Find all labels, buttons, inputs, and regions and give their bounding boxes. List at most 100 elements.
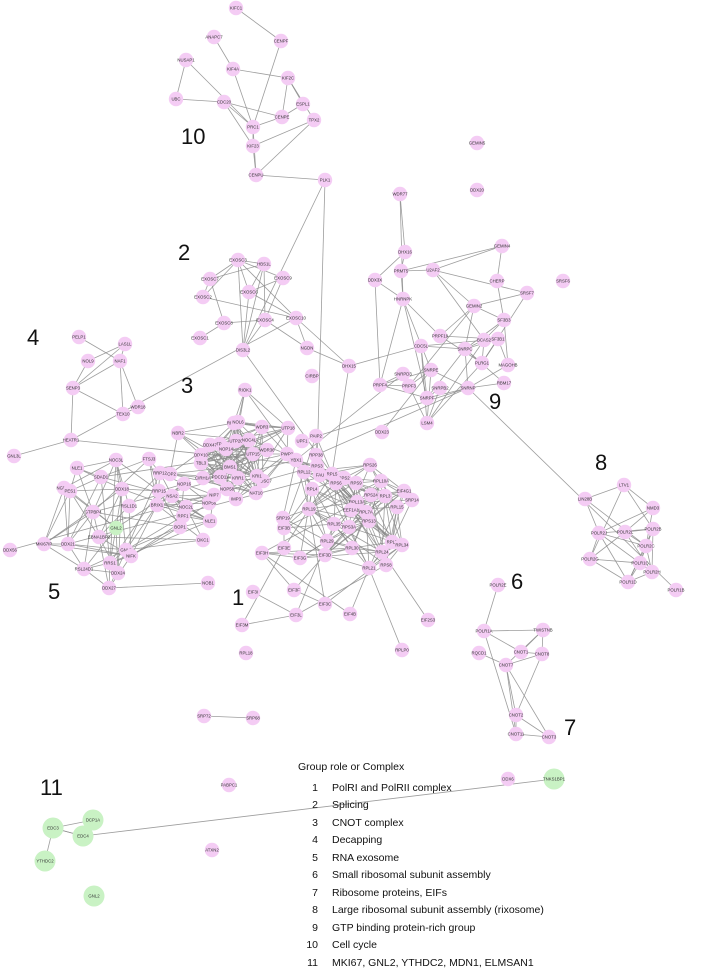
node-label: CNOT8: [535, 651, 550, 656]
node-circle: [280, 420, 296, 436]
network-edge: [315, 387, 469, 456]
node-circle: [123, 548, 139, 564]
network-node: GTPBP4: [85, 504, 103, 520]
node-circle: [374, 424, 390, 440]
node-label: GEMIN2: [466, 303, 483, 308]
node-circle: [644, 564, 660, 580]
node-circle: [172, 519, 188, 535]
node-label: LIN28B: [578, 496, 592, 501]
network-edge: [598, 532, 647, 547]
network-node: LTV1: [616, 477, 632, 493]
node-circle: [304, 368, 320, 384]
network-node: CNOT1: [514, 644, 529, 660]
network-node: YTHDC2: [34, 850, 56, 872]
network-edge: [169, 473, 221, 478]
node-label: CNOT1: [514, 649, 529, 654]
network-node: SNRPD3: [394, 366, 412, 382]
node-label: MKI67IP: [36, 541, 53, 546]
node-circle: [234, 617, 250, 633]
network-node: DDX27: [101, 580, 117, 596]
node-label: KRR1: [232, 475, 244, 480]
node-circle: [423, 362, 439, 378]
node-circle: [519, 285, 535, 301]
node-label: POLR2G: [581, 556, 599, 561]
network-edge: [584, 498, 647, 547]
network-node: POLR2G: [581, 551, 599, 567]
node-label: EIF3F: [288, 587, 300, 592]
node-label: SF3B1: [491, 336, 505, 341]
legend-label: Ribosome proteins, EIFs: [332, 886, 447, 899]
network-edge: [109, 459, 117, 564]
node-label: CHERP: [489, 278, 504, 283]
network-node: SRP72: [196, 708, 211, 724]
network-node: NIFK: [123, 548, 139, 564]
node-circle: [294, 433, 310, 449]
network-edge: [119, 360, 139, 408]
network-node: ESPL1: [295, 96, 310, 112]
network-edge: [432, 269, 528, 294]
network-edge: [402, 298, 441, 337]
network-node: POLR2H: [643, 564, 661, 580]
network-edge: [177, 422, 235, 434]
network-node: EIF4B: [342, 606, 358, 622]
node-circle: [392, 186, 408, 202]
node-label: EIF2S3: [421, 617, 436, 622]
network-node: RPS6: [328, 475, 344, 491]
node-circle: [457, 341, 473, 357]
node-label: BMS1: [224, 464, 236, 469]
network-node: CENPF: [274, 33, 289, 49]
node-circle: [582, 551, 598, 567]
node-label: POLR2C: [637, 543, 654, 548]
network-node: PRPF4: [372, 377, 388, 393]
node-label: DHX16: [398, 249, 412, 254]
node-circle: [496, 375, 512, 391]
network-edge: [70, 387, 74, 441]
network-node: TWISTNB: [533, 622, 553, 638]
node-label: CIRBP: [305, 373, 318, 378]
node-label: PWP2: [281, 451, 294, 456]
network-node: CNOT2: [509, 707, 524, 723]
network-node: PRPF3: [401, 378, 417, 394]
node-circle: [91, 529, 107, 545]
node-circle: [62, 483, 78, 499]
network-node: SNRNP: [460, 380, 476, 396]
node-circle: [466, 298, 482, 314]
node-label: POLR1D: [619, 579, 636, 584]
network-node: CNOT11: [508, 726, 525, 742]
node-label: SF3B3: [497, 317, 511, 322]
network-node: POLR1A: [476, 623, 493, 639]
node-circle: [101, 580, 117, 596]
node-circle: [317, 596, 333, 612]
node-label: EEF1A1: [343, 507, 360, 512]
node-label: RRP15: [152, 488, 166, 493]
node-label: RPL13A: [349, 499, 365, 504]
node-label: POLR1B: [668, 587, 685, 592]
node-label: PABPC1: [221, 782, 238, 787]
node-circle: [308, 428, 324, 444]
network-node: LAS1L: [117, 336, 133, 352]
node-label: NLE1: [72, 465, 83, 470]
node-label: RPL18: [239, 650, 253, 655]
node-label: DDX47: [203, 442, 217, 447]
network-edge: [67, 543, 127, 551]
node-circle: [130, 399, 146, 415]
node-label: POLR1A: [476, 628, 493, 633]
node-label: HBS1L: [257, 261, 271, 266]
legend-label: Large ribosomal subunit assembly (rixoso…: [332, 904, 544, 917]
network-edge: [255, 119, 315, 176]
node-label: RPL24: [375, 549, 389, 554]
network-node: HNRNPK: [394, 291, 412, 307]
node-label: RSL24D1: [75, 566, 94, 571]
network-node: NOC4L: [241, 432, 257, 448]
network-node: PRMT5: [394, 263, 409, 279]
node-circle: [317, 172, 333, 188]
node-label: GTPBP4: [85, 509, 103, 514]
node-circle: [202, 513, 218, 529]
network-edge: [505, 664, 517, 735]
network-node: CNOT7: [499, 657, 514, 673]
network-node: EXOSC10: [286, 310, 307, 326]
